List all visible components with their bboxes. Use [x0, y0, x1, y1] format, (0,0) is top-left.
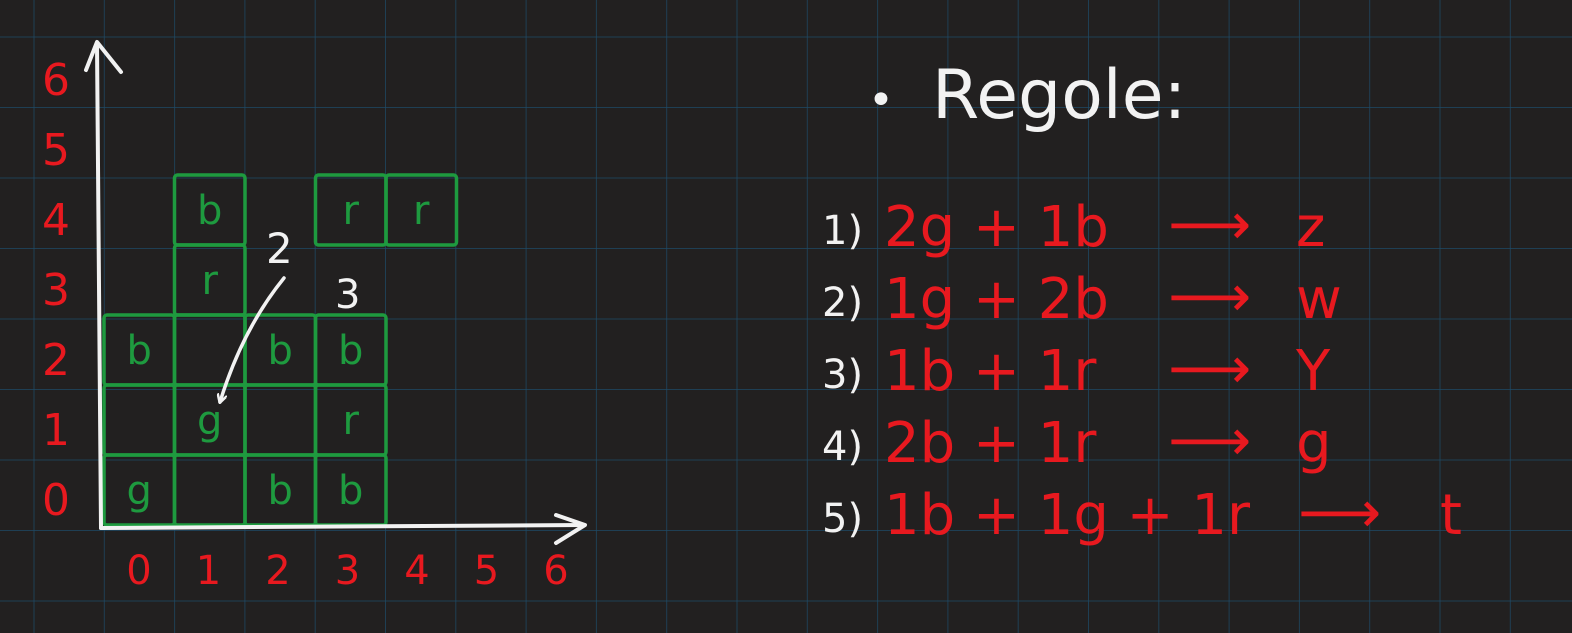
cell-letter: b	[197, 188, 222, 234]
cell-letter: r	[202, 258, 219, 304]
x-axis-label: 3	[335, 548, 360, 594]
rule-number: 5)	[822, 496, 863, 542]
rule-arrow: ⟶	[1168, 334, 1251, 402]
x-axis-label: 1	[196, 548, 221, 594]
y-axis-labels: 0 1 2 3 4 5 6	[42, 55, 70, 526]
cell-letter: r	[343, 188, 360, 234]
rule-number: 3)	[822, 352, 863, 398]
rule-row: 2) 1g + 2b ⟶ w	[822, 262, 1342, 332]
rules-panel: • Regole: 1) 2g + 1b ⟶ z 2) 1g + 2b ⟶ w 3) 1b + 1…	[822, 56, 1462, 548]
board-cell	[313, 313, 388, 387]
cell-letter: b	[338, 468, 363, 514]
rule-number: 4)	[822, 424, 863, 470]
x-axis-label: 6	[543, 548, 568, 594]
rule-row: 1) 2g + 1b ⟶ z	[822, 190, 1325, 260]
y-axis-label: 5	[42, 125, 70, 176]
rule-row: 3) 1b + 1r ⟶ Y	[822, 334, 1331, 404]
rule-formula: 1b + 1g + 1r	[884, 483, 1251, 548]
rule-number: 2)	[822, 280, 863, 326]
board-cell	[172, 313, 247, 387]
rule-arrow: ⟶	[1168, 262, 1251, 330]
rules-bullet: •	[868, 75, 894, 126]
move-arrow	[220, 276, 286, 402]
y-axis-label: 0	[42, 475, 70, 526]
rule-formula: 2b + 1r	[884, 411, 1097, 476]
side-label: 3	[335, 272, 360, 318]
y-axis-label: 3	[42, 265, 70, 316]
cell-letter: r	[343, 398, 360, 444]
cell-letter: b	[268, 468, 293, 514]
arrow-label: 2	[266, 224, 293, 273]
y-axis-label: 4	[42, 195, 70, 246]
rule-row: 4) 2b + 1r ⟶ g	[822, 406, 1332, 476]
rule-formula: 2g + 1b	[884, 195, 1109, 260]
rule-formula: 1g + 2b	[884, 267, 1109, 332]
board-cell	[384, 173, 459, 247]
rule-formula: 1b + 1r	[884, 339, 1097, 404]
rule-list: 1) 2g + 1b ⟶ z 2) 1g + 2b ⟶ w 3) 1b + 1r ⟶ Y 4) 2b + …	[822, 190, 1462, 548]
cell-letter: b	[268, 328, 293, 374]
rule-row: 5) 1b + 1g + 1r ⟶ t	[822, 478, 1462, 548]
board-cell	[172, 453, 247, 527]
y-axis	[95, 42, 103, 530]
cell-letter: r	[413, 188, 430, 234]
cell-letter: b	[127, 328, 152, 374]
x-axis-label: 0	[126, 548, 151, 594]
x-axis	[99, 523, 586, 530]
board-cell	[102, 383, 177, 457]
board-cell	[172, 173, 247, 247]
y-axis-arrowhead	[84, 40, 123, 74]
rule-number: 1)	[822, 208, 863, 254]
rule-arrow: ⟶	[1168, 190, 1251, 258]
x-axis-label: 4	[404, 548, 429, 594]
cell-letter: g	[127, 468, 152, 514]
rule-result: z	[1296, 195, 1325, 260]
board-cell	[243, 383, 318, 457]
rule-result: w	[1296, 267, 1342, 332]
y-axis-label: 1	[42, 405, 70, 456]
rule-arrow: ⟶	[1298, 478, 1381, 546]
x-axis-label: 2	[265, 548, 290, 594]
rule-result: t	[1440, 483, 1462, 548]
x-axis-arrowhead	[554, 513, 587, 545]
x-axis-label: 5	[474, 548, 499, 594]
rules-title: Regole:	[932, 56, 1186, 135]
y-axis-label: 2	[42, 335, 70, 386]
y-axis-label: 6	[42, 55, 70, 106]
rule-result: g	[1296, 411, 1332, 476]
cell-letter: g	[197, 398, 222, 444]
cell-letter: b	[338, 328, 363, 374]
rule-arrow: ⟶	[1168, 406, 1251, 474]
rule-result: Y	[1295, 339, 1331, 404]
